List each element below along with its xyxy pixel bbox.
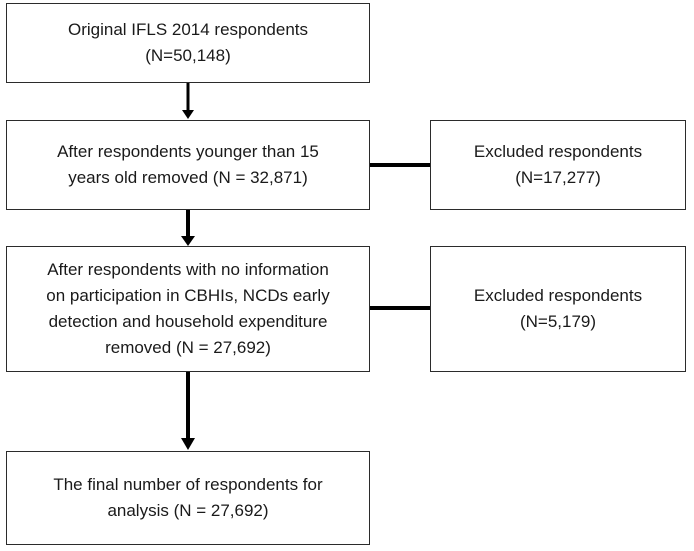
box-excluded-age-line-2: (N=17,277) (515, 168, 601, 187)
box-excluded-age-line-1: Excluded respondents (473, 142, 643, 161)
arrow-step1-to-step2 (182, 83, 194, 119)
box-original-respondents-line-2: (N=50,148) (145, 46, 231, 65)
box-excluded-age: Excluded respondents (N=17,277) (430, 120, 686, 210)
box-missing-info-filter-line-2: on participation in CBHIs, NCDs early (46, 286, 330, 305)
box-age-filter-line-2: years old removed (N = 32,871) (68, 168, 308, 187)
box-missing-info-filter-line-4: removed (N = 27,692) (105, 338, 271, 357)
box-original-respondents: Original IFLS 2014 respondents (N=50,148… (6, 3, 370, 83)
box-missing-info-filter-line-1: After respondents with no information (47, 260, 329, 279)
box-final-respondents-line-2: analysis (N = 27,692) (107, 501, 269, 520)
box-excluded-missing-info-line-2: (N=5,179) (519, 312, 597, 331)
arrow-step3-to-final (181, 372, 195, 450)
arrow-step2-to-step3 (181, 210, 195, 246)
box-excluded-missing-info: Excluded respondents (N=5,179) (430, 246, 686, 372)
box-excluded-missing-info-line-1: Excluded respondents (473, 286, 643, 305)
box-original-respondents-line-1: Original IFLS 2014 respondents (67, 20, 309, 39)
box-final-respondents-line-1: The final number of respondents for (53, 475, 323, 494)
box-age-filter-line-1: After respondents younger than 15 (57, 142, 319, 161)
box-missing-info-filter: After respondents with no information on… (6, 246, 370, 372)
box-final-respondents: The final number of respondents for anal… (6, 451, 370, 545)
box-missing-info-filter-line-3: detection and household expenditure (48, 312, 328, 331)
box-age-filter: After respondents younger than 15 years … (6, 120, 370, 210)
